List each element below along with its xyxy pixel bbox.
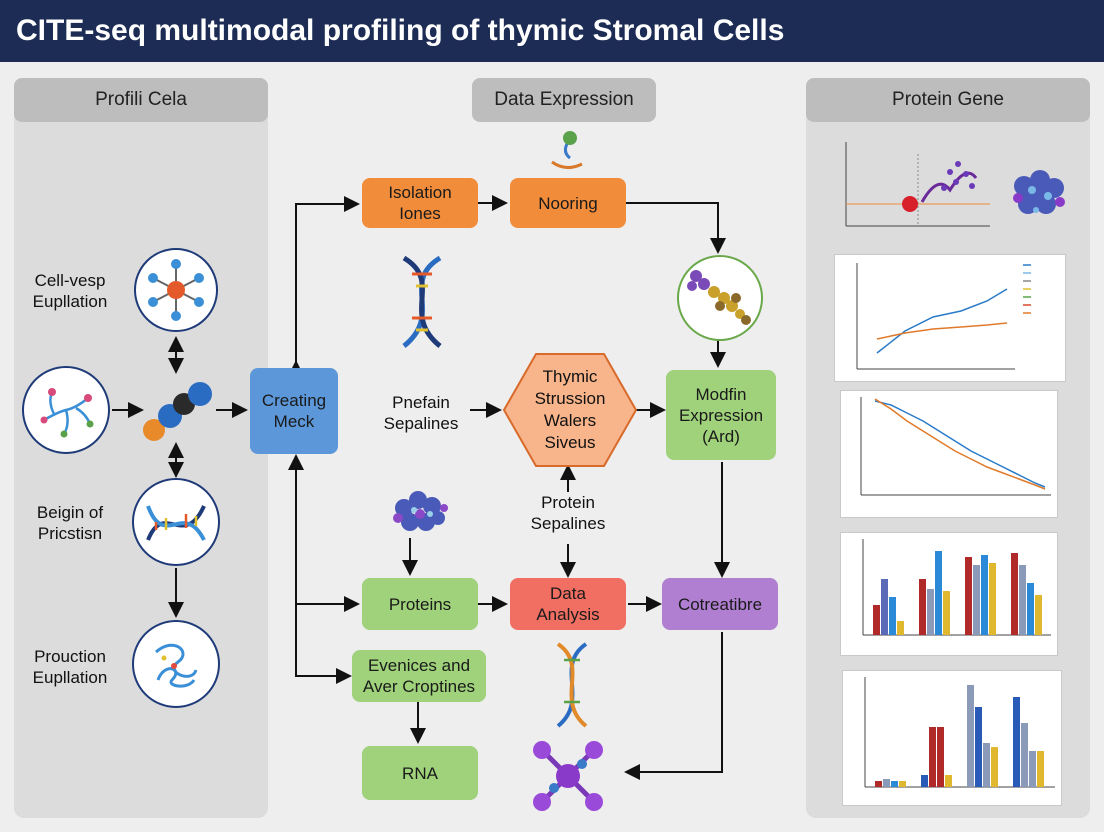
- creating-meck-node[interactable]: Creating Meck: [250, 368, 338, 454]
- begin-label: Beigin of Pricstisn: [36, 503, 104, 543]
- right-panel-header: Protein Gene: [806, 78, 1090, 122]
- nooring-node[interactable]: Nooring: [510, 178, 626, 228]
- thymic-hexagon: [502, 353, 638, 467]
- isolation-node[interactable]: Isolation Iones: [362, 178, 478, 228]
- dna-helix-icon: [550, 640, 594, 735]
- protein-cluster-icon: [386, 486, 452, 545]
- tangled-protein-icon: [132, 620, 220, 708]
- middle-panel-header: Data Expression: [472, 78, 656, 122]
- scatter-chart-card: [826, 134, 998, 246]
- proteins-node[interactable]: Proteins: [362, 578, 478, 630]
- left-panel-header: Profili Cela: [14, 78, 268, 122]
- protein-chain-icon: [674, 254, 766, 347]
- page-title: CITE-seq multimodal profiling of thymic …: [0, 0, 1104, 62]
- rna-node[interactable]: RNA: [362, 746, 478, 800]
- protein-sepalines-label: Protein Sepalines: [530, 493, 606, 533]
- small-molecule-icon: [544, 128, 592, 177]
- cotreatibre-node[interactable]: Cotreatibre: [662, 578, 778, 630]
- modfin-expression-node[interactable]: Modfin Expression (Ard): [666, 370, 776, 460]
- decline-chart-card: [840, 390, 1058, 518]
- grouped-bar-chart-card: [842, 670, 1062, 806]
- protein-blob-icon: [1004, 164, 1072, 231]
- bar-chart-card: [840, 532, 1058, 656]
- branched-cell-icon: [22, 366, 110, 454]
- pnefain-label: Pnefain Sepalines: [383, 393, 459, 433]
- proction-label: Prouction Eupllation: [32, 647, 108, 687]
- network-molecule-icon: [134, 248, 218, 332]
- data-analysis-node[interactable]: Data Analysis: [510, 578, 626, 630]
- thymic-node-label[interactable]: Thymic Strussion Walers Siveus: [534, 367, 606, 452]
- cell-vesp-label: Cell-vesp Eupllation: [32, 271, 108, 311]
- line-chart-card: [834, 254, 1066, 382]
- dna-helix-icon: [392, 252, 452, 357]
- evenices-node[interactable]: Evenices and Aver Croptines: [352, 650, 486, 702]
- linked-spheres-icon: [140, 378, 216, 449]
- dna-helix-icon: [132, 478, 220, 566]
- purple-molecule-icon: [528, 736, 608, 821]
